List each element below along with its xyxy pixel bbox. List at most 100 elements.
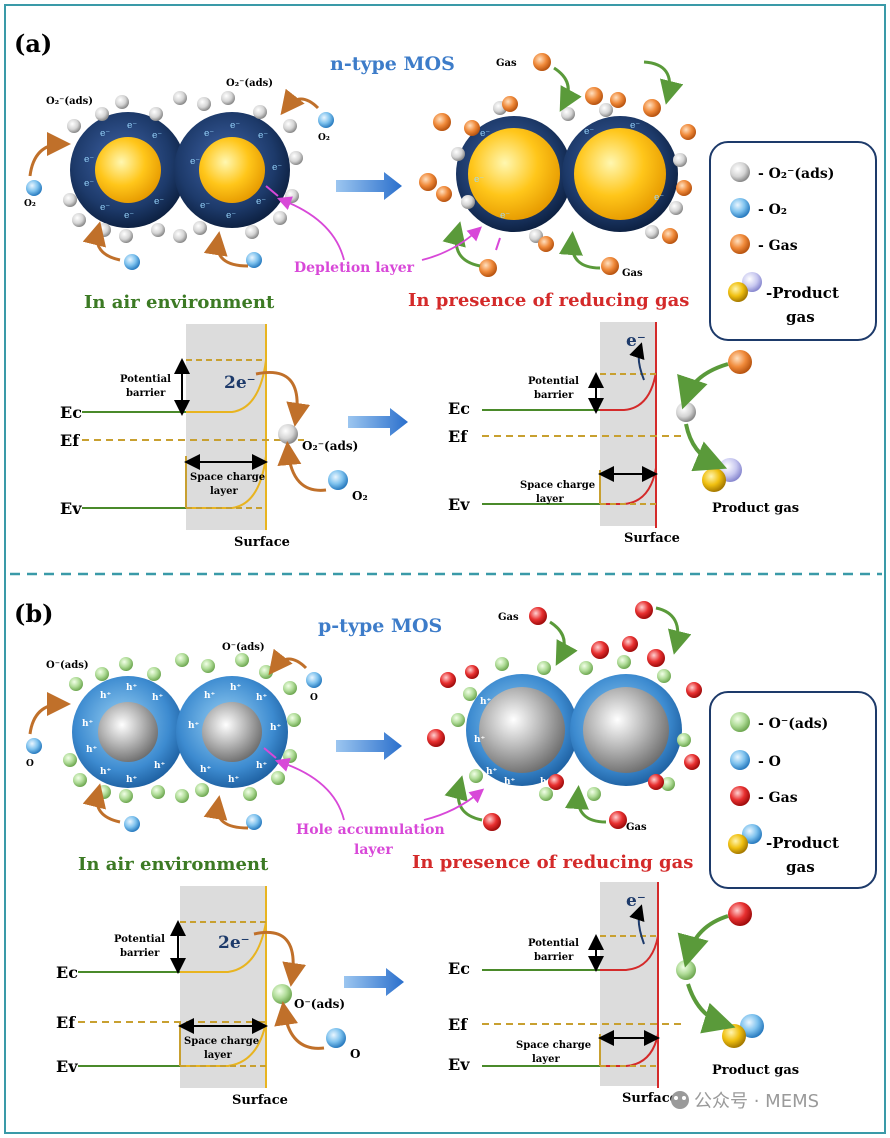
band-b-potential-1: Potential (114, 934, 165, 945)
band-b-potential-2: barrier (120, 948, 160, 959)
svg-text:e⁻: e⁻ (152, 131, 162, 141)
band-a-electrons: 2e⁻ (224, 373, 256, 393)
band-b2-space-2: layer (532, 1054, 560, 1065)
band-b-surface: Surface (232, 1093, 288, 1108)
band-a2-ev: Ev (448, 495, 470, 514)
svg-text:e⁻: e⁻ (127, 121, 137, 131)
legend-b-product-2: gas (786, 858, 815, 876)
svg-text:h⁺: h⁺ (86, 745, 98, 755)
band-b-ef: Ef (56, 1013, 76, 1032)
legend-b: - O⁻(ads) - O - Gas -Product gas (709, 691, 877, 889)
band-b2-electron: e⁻ (626, 891, 646, 911)
band-a-ec: Ec (60, 403, 82, 422)
band-b2-space-1: Space charge (516, 1040, 591, 1051)
svg-text:e⁻: e⁻ (258, 131, 268, 141)
svg-text:e⁻: e⁻ (190, 157, 200, 167)
svg-text:e⁻: e⁻ (124, 211, 134, 221)
svg-text:e⁻: e⁻ (480, 129, 490, 139)
band-b-o: O (350, 1047, 360, 1061)
svg-text:h⁺: h⁺ (82, 719, 94, 729)
band-b-ads: O⁻(ads) (294, 997, 345, 1011)
depletion-layer-label: Depletion layer (294, 260, 415, 276)
band-a-potential-2: barrier (126, 388, 166, 399)
svg-text:e⁻: e⁻ (584, 127, 594, 137)
band-a-ads: O₂⁻(ads) (302, 439, 358, 453)
svg-text:h⁺: h⁺ (154, 761, 166, 771)
band-b-space-1: Space charge (184, 1036, 259, 1047)
gas-label-4: Gas (626, 822, 647, 833)
o2-ads-label-2: O₂⁻(ads) (226, 78, 273, 89)
gas-label-3: Gas (498, 612, 519, 623)
legend-a-product-2: gas (786, 308, 815, 326)
band-a2-space-1: Space charge (520, 480, 595, 491)
band-a2-ef: Ef (448, 427, 468, 446)
air-env-label-a: In air environment (84, 292, 275, 313)
band-a2-ec: Ec (448, 399, 470, 418)
legend-b-gas: - Gas (758, 790, 798, 806)
band-diagram-a-air: Ec Ef Ev Potential barrier 2e⁻ Space cha… (60, 324, 368, 550)
transition-arrow-b (336, 732, 402, 760)
legend-a-product-1: -Product (766, 284, 839, 302)
reducing-env-label-b: In presence of reducing gas (412, 852, 693, 873)
band-b-space-2: layer (204, 1050, 232, 1061)
svg-text:e⁻: e⁻ (256, 197, 266, 207)
svg-text:e⁻: e⁻ (204, 129, 214, 139)
band-diagram-b-gas: Ec Ef Ev Potential barrier e⁻ Space char… (448, 882, 799, 1106)
band-a2-potential-1: Potential (528, 376, 579, 387)
band-a2-space-2: layer (536, 494, 564, 505)
svg-text:e⁻: e⁻ (84, 155, 94, 165)
svg-text:e⁻: e⁻ (200, 201, 210, 211)
band-a2-electron: e⁻ (626, 331, 646, 351)
band-a-potential-1: Potential (120, 374, 171, 385)
svg-text:h⁺: h⁺ (480, 697, 492, 707)
hole-layer-label-2: layer (354, 842, 393, 858)
band-b2-potential-2: barrier (534, 952, 574, 963)
band-a-space-2: layer (210, 486, 238, 497)
svg-text:h⁺: h⁺ (486, 767, 498, 777)
band-b-ev: Ev (56, 1057, 78, 1076)
diagram-frame: (a) n-type MOS e⁻e⁻e⁻ e⁻e⁻e⁻ e⁻e⁻ e⁻e⁻e⁻… (4, 4, 886, 1134)
band-a2-product: Product gas (712, 501, 799, 516)
svg-text:h⁺: h⁺ (540, 777, 552, 787)
svg-text:h⁺: h⁺ (228, 775, 240, 785)
svg-text:h⁺: h⁺ (270, 723, 282, 733)
svg-text:h⁺: h⁺ (504, 777, 516, 787)
n-mos-particles-air: e⁻e⁻e⁻ e⁻e⁻e⁻ e⁻e⁻ e⁻e⁻e⁻ e⁻e⁻e⁻ e⁻e⁻ O₂… (24, 78, 334, 270)
svg-text:h⁺: h⁺ (474, 735, 486, 745)
svg-text:e⁻: e⁻ (654, 193, 664, 203)
band-b2-ef: Ef (448, 1015, 468, 1034)
svg-text:e⁻: e⁻ (500, 211, 510, 221)
svg-text:h⁺: h⁺ (100, 691, 112, 701)
svg-text:e⁻: e⁻ (100, 129, 110, 139)
o2-ads-label-1: O₂⁻(ads) (46, 96, 93, 107)
air-env-label-b: In air environment (78, 854, 269, 875)
svg-text:e⁻: e⁻ (474, 175, 484, 185)
band-diagram-a-gas: Ec Ef Ev Potential barrier e⁻ Space char… (448, 322, 799, 546)
hole-layer-label-1: Hole accumulation (296, 822, 445, 838)
legend-a-o2ads: - O₂⁻(ads) (758, 166, 834, 182)
band-b-electrons: 2e⁻ (218, 933, 250, 953)
svg-text:e⁻: e⁻ (230, 121, 240, 131)
band-a2-surface: Surface (624, 531, 680, 546)
o-label-1: O (26, 759, 34, 769)
gas-label-1: Gas (496, 58, 517, 69)
band-b2-ev: Ev (448, 1055, 470, 1074)
band-a-ef: Ef (60, 431, 80, 450)
band-b2-ec: Ec (448, 959, 470, 978)
band-a-o2: O₂ (352, 489, 368, 503)
legend-b-oads: - O⁻(ads) (758, 716, 828, 732)
svg-text:e⁻: e⁻ (154, 197, 164, 207)
legend-b-o: - O (758, 754, 781, 770)
band-diagram-b-air: Ec Ef Ev Potential barrier 2e⁻ Space cha… (56, 886, 360, 1108)
o-ads-label-1: O⁻(ads) (46, 660, 89, 671)
legend-a: - O₂⁻(ads) - O₂ - Gas -Product gas (709, 141, 877, 341)
watermark: 公众号 · MEMS (671, 1091, 819, 1112)
svg-text:e⁻: e⁻ (226, 211, 236, 221)
band-a-space-1: Space charge (190, 472, 265, 483)
legend-b-product-1: -Product (766, 834, 839, 852)
band-b-ec: Ec (56, 963, 78, 982)
panel-b-title: p-type MOS (318, 615, 442, 637)
svg-text:e⁻: e⁻ (84, 179, 94, 189)
watermark-text: 公众号 · MEMS (694, 1091, 819, 1112)
svg-text:h⁺: h⁺ (256, 761, 268, 771)
